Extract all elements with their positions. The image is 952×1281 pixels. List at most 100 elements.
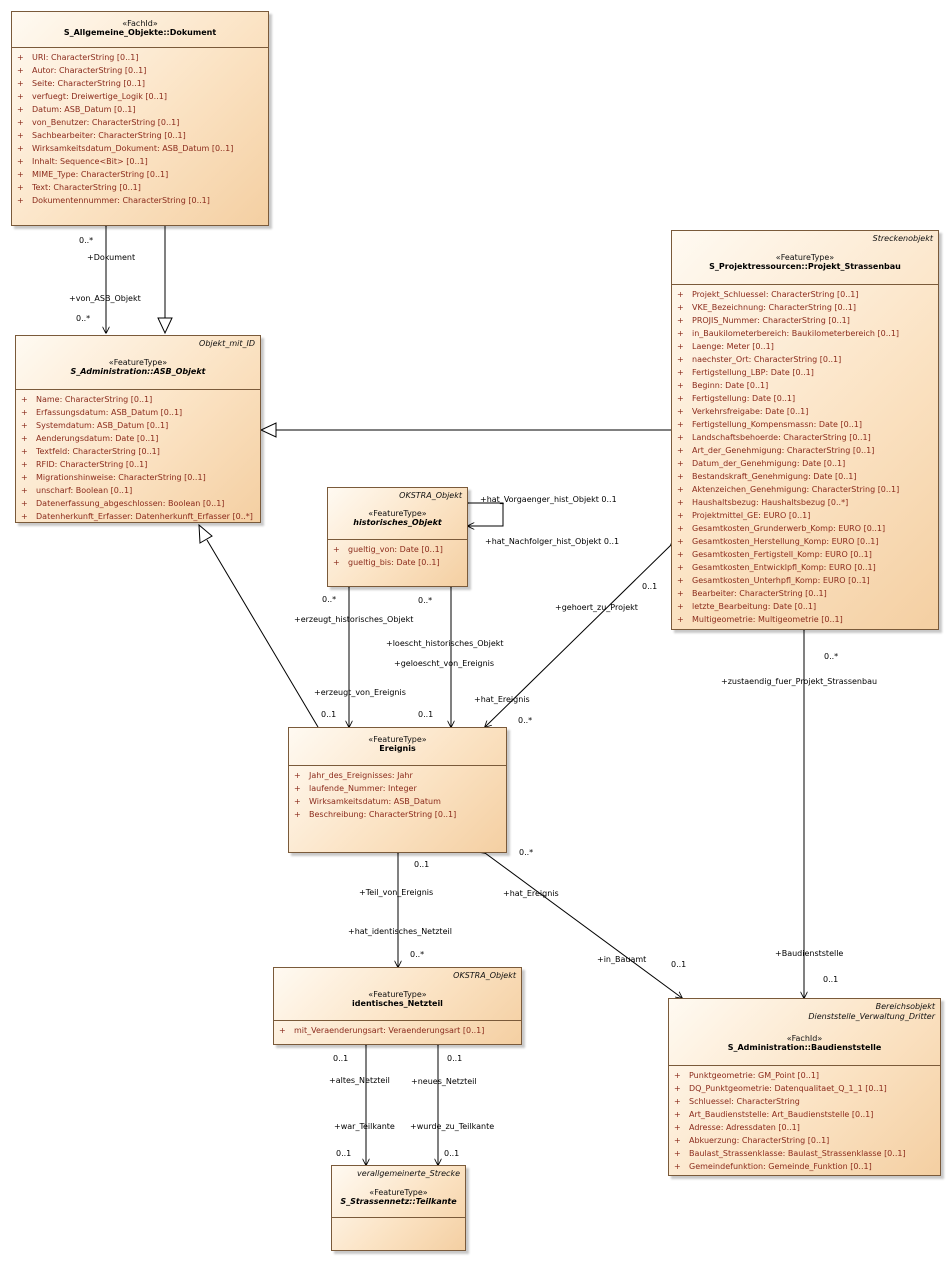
attribute: Dokumentennummer: CharacterString [0..1] — [12, 194, 268, 207]
multiplicity-label: 0..1 — [823, 975, 839, 984]
class-ereignis[interactable]: «FeatureType» Ereignis Jahr_des_Ereignis… — [288, 727, 507, 853]
attribute: Landschaftsbehoerde: CharacterString [0.… — [672, 431, 938, 444]
class-baudienststelle[interactable]: Bereichsobjekt Dienststelle_Verwaltung_D… — [668, 998, 941, 1176]
attribute: Gesamtkosten_Entwicklpfl_Komp: EURO [0..… — [672, 561, 938, 574]
attribute: Wirksamkeitsdatum_Dokument: ASB_Datum [0… — [12, 142, 268, 155]
role-label: +loescht_historisches_Objekt — [386, 639, 504, 648]
role-label: +neues_Netzteil — [411, 1077, 477, 1086]
attribute: PROJIS_Nummer: CharacterString [0..1] — [672, 314, 938, 327]
multiplicity-label: 0..* — [79, 236, 94, 245]
multiplicity-label: 0..* — [824, 652, 839, 661]
role-label: +hat_Nachfolger_hist_Objekt 0..1 — [485, 537, 620, 546]
class-teilkante[interactable]: verallgemeinerte_Strecke «FeatureType» S… — [331, 1165, 466, 1251]
generalization-arrowhead — [157, 317, 173, 335]
multiplicity-label: 0..1 — [444, 1149, 460, 1158]
attribute: MIME_Type: CharacterString [0..1] — [12, 168, 268, 181]
attribute: mit_Veraenderungsart: Veraenderungsart [… — [274, 1024, 521, 1037]
attribute: Datenherkunft_Erfasser: Datenherkunft_Er… — [16, 510, 260, 523]
role-label: +zustaendig_fuer_Projekt_Strassenbau — [721, 677, 878, 686]
multiplicity-label: 0..1 — [418, 710, 434, 719]
class-tag: Streckenobjekt — [872, 234, 933, 243]
attribute: Laenge: Meter [0..1] — [672, 340, 938, 353]
attribute: Datenerfassung_abgeschlossen: Boolean [0… — [16, 497, 260, 510]
role-label: +hat_identisches_Netzteil — [348, 927, 452, 936]
attribute: letzte_Bearbeitung: Date [0..1] — [672, 600, 938, 613]
class-name: S_Administration::ASB_Objekt — [70, 367, 206, 376]
role-label: +von_ASB_Objekt — [69, 294, 141, 303]
multiplicity-label: 0..* — [322, 595, 337, 604]
class-stereotype: «FachId» — [122, 19, 158, 28]
assoc-ereignis-baudienststelle — [485, 853, 682, 998]
multiplicity-label: 0..1 — [447, 1054, 463, 1063]
attribute-list: Jahr_des_Ereignisses: Jahr laufende_Numm… — [289, 766, 506, 821]
attribute-list: Name: CharacterString [0..1] Erfassungsd… — [16, 390, 260, 523]
attribute: Systemdatum: ASB_Datum [0..1] — [16, 419, 260, 432]
attribute: Gesamtkosten_Grunderwerb_Komp: EURO [0..… — [672, 522, 938, 535]
attribute: Projekt_Schluessel: CharacterString [0..… — [672, 288, 938, 301]
attribute-list: mit_Veraenderungsart: Veraenderungsart [… — [274, 1021, 521, 1037]
class-stereotype: «FeatureType» — [108, 358, 168, 367]
attribute: Punktgeometrie: GM_Point [0..1] — [669, 1069, 940, 1082]
attribute: naechster_Ort: CharacterString [0..1] — [672, 353, 938, 366]
multiplicity-label: 0..1 — [642, 582, 658, 591]
class-projekt-strassenbau[interactable]: Streckenobjekt «FeatureType» S_Projektre… — [671, 230, 939, 630]
attribute: Verkehrsfreigabe: Date [0..1] — [672, 405, 938, 418]
class-identisches-netzteil[interactable]: OKSTRA_Objekt «FeatureType» identisches_… — [273, 967, 522, 1045]
attribute: Fertigstellung_LBP: Date [0..1] — [672, 366, 938, 379]
role-label: +in_Bauamt — [597, 955, 647, 964]
attribute: Beginn: Date [0..1] — [672, 379, 938, 392]
attribute: in_Baukilometerbereich: Baukilometerbere… — [672, 327, 938, 340]
role-label: +geloescht_von_Ereignis — [394, 659, 495, 668]
attribute-list: Projekt_Schluessel: CharacterString [0..… — [672, 285, 938, 626]
class-historisches-objekt[interactable]: OKSTRA_Objekt «FeatureType» historisches… — [327, 487, 468, 587]
attribute: Bestandskraft_Genehmigung: Date [0..1] — [672, 470, 938, 483]
attribute: Schluessel: CharacterString — [669, 1095, 940, 1108]
role-label: +hat_Ereignis — [503, 889, 559, 898]
role-label: +Baudienststelle — [775, 949, 844, 958]
class-stereotype: «FeatureType» — [368, 735, 427, 744]
role-label: +war_Teilkante — [334, 1122, 395, 1131]
class-tag: Dienststelle_Verwaltung_Dritter — [808, 1012, 935, 1021]
attribute: Art_Baudienststelle: Art_Baudienststelle… — [669, 1108, 940, 1121]
assoc-ereignis-projekt — [485, 545, 671, 727]
attribute: Wirksamkeitsdatum: ASB_Datum — [289, 795, 506, 808]
attribute: von_Benutzer: CharacterString [0..1] — [12, 116, 268, 129]
class-stereotype: «FachId» — [786, 1034, 823, 1043]
attribute: Aktenzeichen_Genehmigung: CharacterStrin… — [672, 483, 938, 496]
attribute: Autor: CharacterString [0..1] — [12, 64, 268, 77]
class-name: identisches_Netzteil — [352, 999, 443, 1008]
attribute: gueltig_bis: Date [0..1] — [328, 556, 467, 569]
attribute: Art_der_Genehmigung: CharacterString [0.… — [672, 444, 938, 457]
attribute-list: gueltig_von: Date [0..1] gueltig_bis: Da… — [328, 540, 467, 569]
class-tag: OKSTRA_Objekt — [399, 491, 462, 500]
attribute: gueltig_von: Date [0..1] — [328, 543, 467, 556]
attribute: Fertigstellung: Date [0..1] — [672, 392, 938, 405]
self-assoc-hist — [468, 503, 504, 526]
attribute: Name: CharacterString [0..1] — [16, 393, 260, 406]
class-name: Ereignis — [379, 744, 416, 753]
attribute: Fertigstellung_Kompensmassn: Date [0..1] — [672, 418, 938, 431]
class-stereotype: «FeatureType» — [368, 509, 427, 518]
attribute: Migrationshinweise: CharacterString [0..… — [16, 471, 260, 484]
class-name: S_Administration::Baudienststelle — [727, 1043, 882, 1052]
generalization-arrowhead — [259, 422, 277, 438]
multiplicity-label: 0..* — [76, 314, 91, 323]
multiplicity-label: 0..1 — [336, 1149, 352, 1158]
multiplicity-label: 0..1 — [321, 710, 337, 719]
attribute: Seite: CharacterString [0..1] — [12, 77, 268, 90]
multiplicity-label: 0..1 — [671, 960, 687, 969]
class-dokument[interactable]: «FachId» S_Allgemeine_Objekte::Dokument … — [11, 11, 269, 226]
class-name: S_Allgemeine_Objekte::Dokument — [63, 28, 217, 37]
attribute: Gesamtkosten_Unterhpfl_Komp: EURO [0..1] — [672, 574, 938, 587]
attribute: Gemeindefunktion: Gemeinde_Funktion [0..… — [669, 1160, 940, 1173]
attribute: URI: CharacterString [0..1] — [12, 51, 268, 64]
attribute: Inhalt: Sequence<Bit> [0..1] — [12, 155, 268, 168]
class-tag: Bereichsobjekt — [875, 1002, 935, 1011]
attribute: verfuegt: Dreiwertige_Logik [0..1] — [12, 90, 268, 103]
attribute: Baulast_Strassenklasse: Baulast_Strassen… — [669, 1147, 940, 1160]
class-asb-objekt[interactable]: Objekt_mit_ID «FeatureType» S_Administra… — [15, 335, 261, 523]
attribute: Bearbeiter: CharacterString [0..1] — [672, 587, 938, 600]
attribute: Aenderungsdatum: Date [0..1] — [16, 432, 260, 445]
class-name: S_Projektressourcen::Projekt_Strassenbau — [709, 262, 901, 271]
